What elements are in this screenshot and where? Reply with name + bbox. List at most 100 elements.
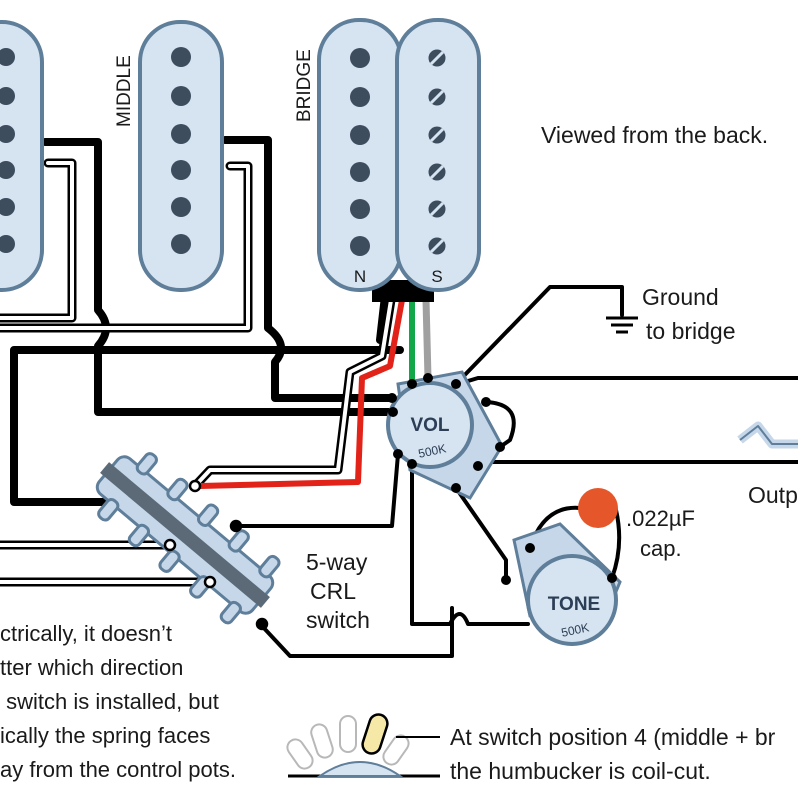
north-pole [350,162,370,182]
neck-pole [0,87,15,105]
north-pole [350,48,370,68]
wire-vol-tone-lug [454,486,508,582]
switch-lug [227,529,250,553]
ground-label-2: to bridge [646,318,736,344]
switch-lug [127,523,151,548]
north-pole [350,199,370,219]
switch-lug [158,549,181,573]
note-line: ctrically, it doesn’t [0,621,172,646]
cap-label-1: .022µF [626,506,695,531]
switch-lug [258,554,281,579]
joint [407,379,417,389]
wire-hb-gray [422,296,432,382]
middle-pole [171,197,191,217]
solder-dot [203,575,217,589]
south-coil [395,18,481,292]
ground-label-1: Ground [642,284,719,310]
joint [387,393,397,403]
wire-ground [454,285,624,386]
active-toggle [361,713,389,755]
wire-bus-black [10,346,404,506]
joint [407,459,417,469]
note-line: ically the spring faces [0,723,210,748]
tone-pot-body [526,554,618,646]
wires [0,136,798,658]
switch-lug [135,452,158,476]
ghost-toggle [339,715,357,753]
switch-label-3: switch [306,607,370,633]
wire-middle-black [221,136,396,402]
joint [393,449,403,459]
north-pole [350,87,370,107]
joint [423,373,433,383]
tone-pot: TONE 500K [512,522,622,646]
switch-lug [219,600,242,625]
position-4-label-1: At switch position 4 (middle + br [450,724,776,750]
joint [451,379,461,389]
joint [481,397,491,407]
note-line: switch is installed, but [0,689,219,714]
south-screw-poles [425,46,449,258]
switch-position-icon [286,713,440,778]
vol-label: VOL [410,415,449,436]
wire-hb-white [193,298,393,488]
neck-pickup [0,20,44,292]
solder-dot [163,538,177,552]
middle-pickup [138,20,224,292]
switch-solder-points [163,479,269,631]
middle-pole [171,47,191,67]
coil-s-label: S [431,267,442,286]
note-line: tter which direction [0,655,183,680]
wire-hb-black [376,292,389,344]
joint [525,543,535,553]
five-way-switch [95,452,281,625]
wire-vol-jumper [484,400,516,449]
note-line: ay from the control pots. [0,757,236,782]
wire-neck-white [0,161,74,320]
north-pole [350,236,370,256]
volume-pot: VOL 500K [386,370,504,500]
switch-lug [97,498,120,522]
solder-dot [188,479,202,493]
middle-pole [171,160,191,180]
capacitor [578,488,618,528]
vol-value: 500K [417,441,447,461]
joint [388,407,398,417]
wire-hb-red [197,297,405,489]
coil-n-label: N [354,267,366,286]
cap-label-2: cap. [640,536,682,561]
position-4-label-2: the humbucker is coil-cut. [450,758,711,784]
output-label: Outp [748,482,798,508]
wire-middle-white [0,164,250,330]
neck-pole [0,198,15,216]
install-note: ctrically, it doesn’t tter which directi… [0,621,236,782]
switch-label-1: 5-way [306,549,368,575]
switch-label-2: CRL [310,578,356,604]
neck-pole [0,161,15,179]
wire-switch-tone [260,606,454,658]
middle-label: MIDDLE [114,55,135,127]
joint [451,483,461,493]
bridge-label: BRIDGE [294,49,315,122]
joint [501,575,511,585]
ghost-toggle [286,738,314,770]
wire-switch-vol [234,452,400,528]
middle-pole [171,86,191,106]
switch-lug [196,503,220,527]
switch-lug [166,477,189,502]
north-pole [350,125,370,145]
neck-pole [0,235,15,253]
wire-cap-right [610,508,622,580]
solder-dot [229,519,243,533]
joint [473,461,483,471]
tone-label: TONE [548,594,600,615]
switch-bar [100,462,270,608]
joint [607,573,617,583]
tone-value: 500K [560,620,590,640]
middle-pole [171,234,191,254]
joint [495,442,505,452]
viewed-label: Viewed from the back. [541,122,768,148]
bridge-humbucker: N S [317,18,481,302]
wire-output-hot [456,376,798,386]
